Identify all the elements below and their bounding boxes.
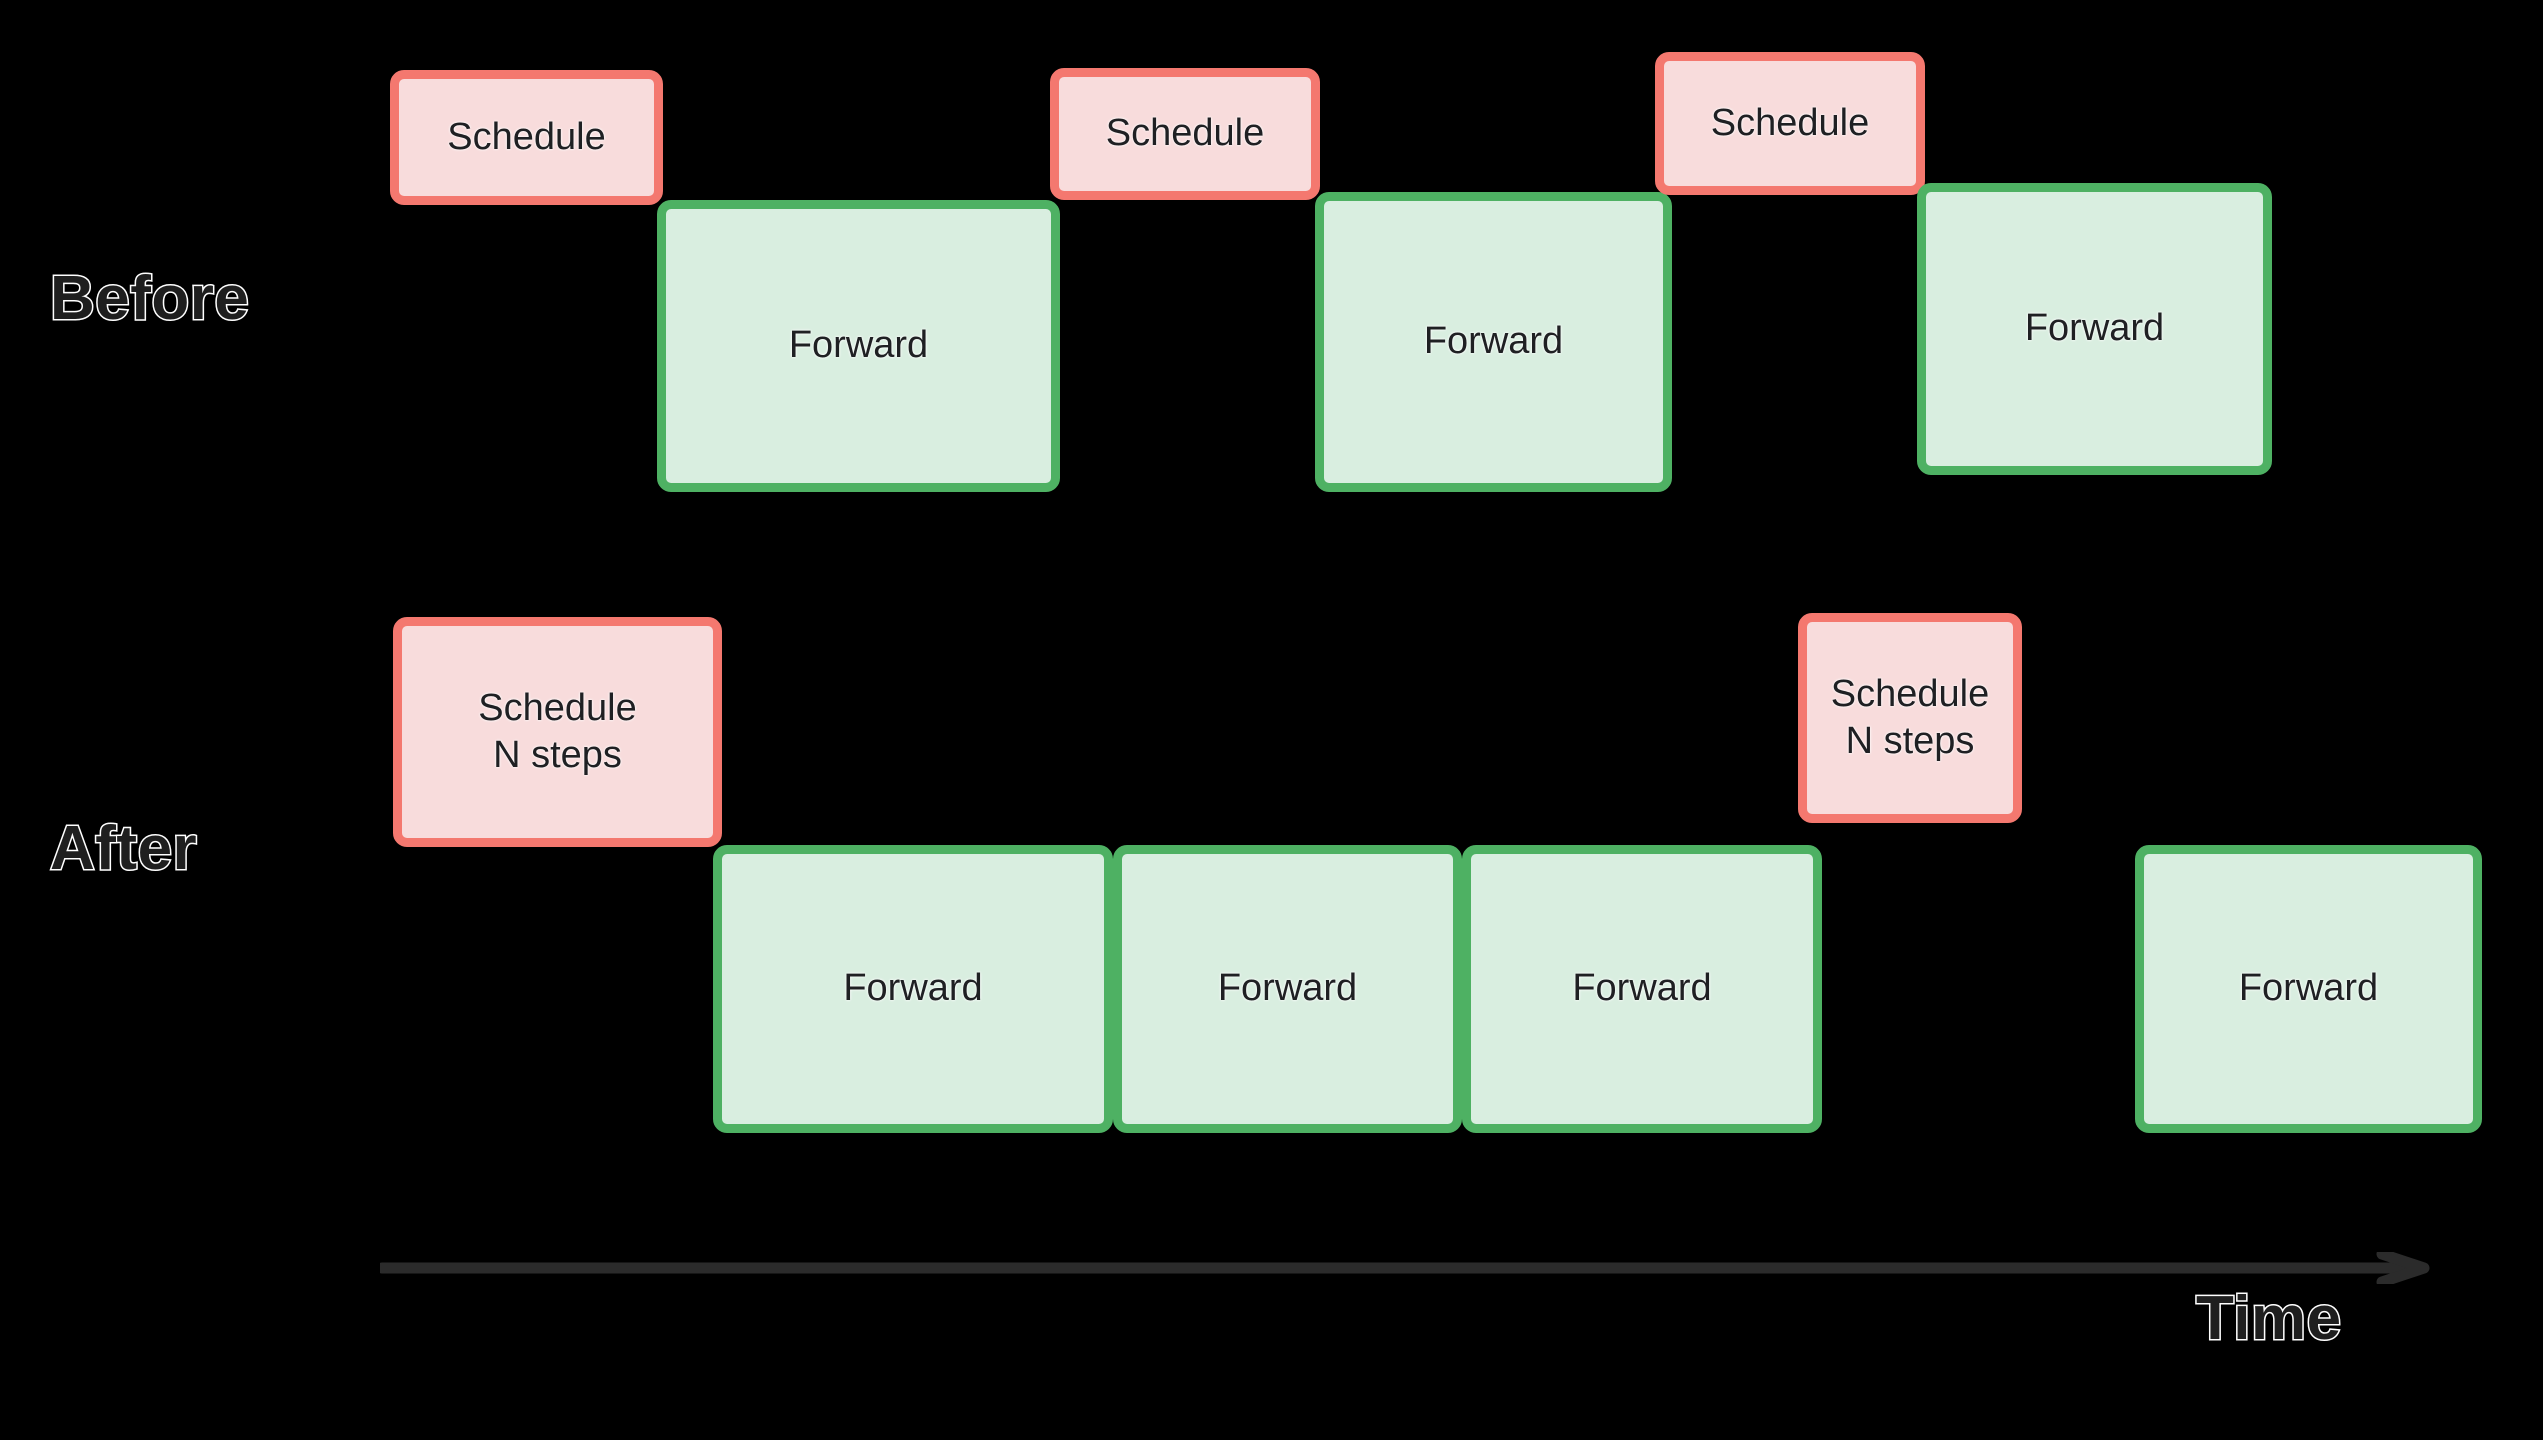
before-schedule-block: Schedule <box>1050 68 1320 200</box>
after-forward-block: Forward <box>1462 845 1822 1133</box>
before-forward-block: Forward <box>1917 183 2272 475</box>
before-schedule-label: Schedule <box>447 115 606 158</box>
before-schedule-label: Schedule <box>1105 112 1265 155</box>
time-axis-arrow <box>380 1252 2440 1284</box>
before-schedule-label: Schedule <box>1710 101 1870 144</box>
before-forward-block: Forward <box>1315 192 1672 492</box>
before-forward-label: Forward <box>1423 320 1564 363</box>
before-forward-block: Forward <box>657 200 1060 492</box>
before-forward-label: Forward <box>788 324 929 367</box>
before-schedule-block: Schedule <box>390 70 663 205</box>
row-label-before: Before <box>48 264 250 333</box>
after-forward-block: Forward <box>1113 845 1462 1133</box>
after-forward-label: Forward <box>1217 967 1358 1010</box>
time-arrow-icon <box>380 1252 2430 1284</box>
after-schedule-block: Schedule N steps <box>393 617 722 847</box>
after-schedule-label: Schedule N steps <box>1830 672 1990 763</box>
axis-label-time: Time <box>2195 1284 2343 1353</box>
after-forward-label: Forward <box>1572 967 1712 1010</box>
after-forward-label: Forward <box>2238 967 2379 1010</box>
after-forward-block: Forward <box>713 845 1113 1133</box>
after-schedule-block: Schedule N steps <box>1798 613 2022 823</box>
after-forward-block: Forward <box>2135 845 2482 1133</box>
before-forward-label: Forward <box>2024 307 2165 350</box>
after-forward-label: Forward <box>843 967 983 1010</box>
after-schedule-label: Schedule N steps <box>478 686 637 777</box>
before-schedule-block: Schedule <box>1655 52 1925 195</box>
row-label-after: After <box>48 814 198 883</box>
